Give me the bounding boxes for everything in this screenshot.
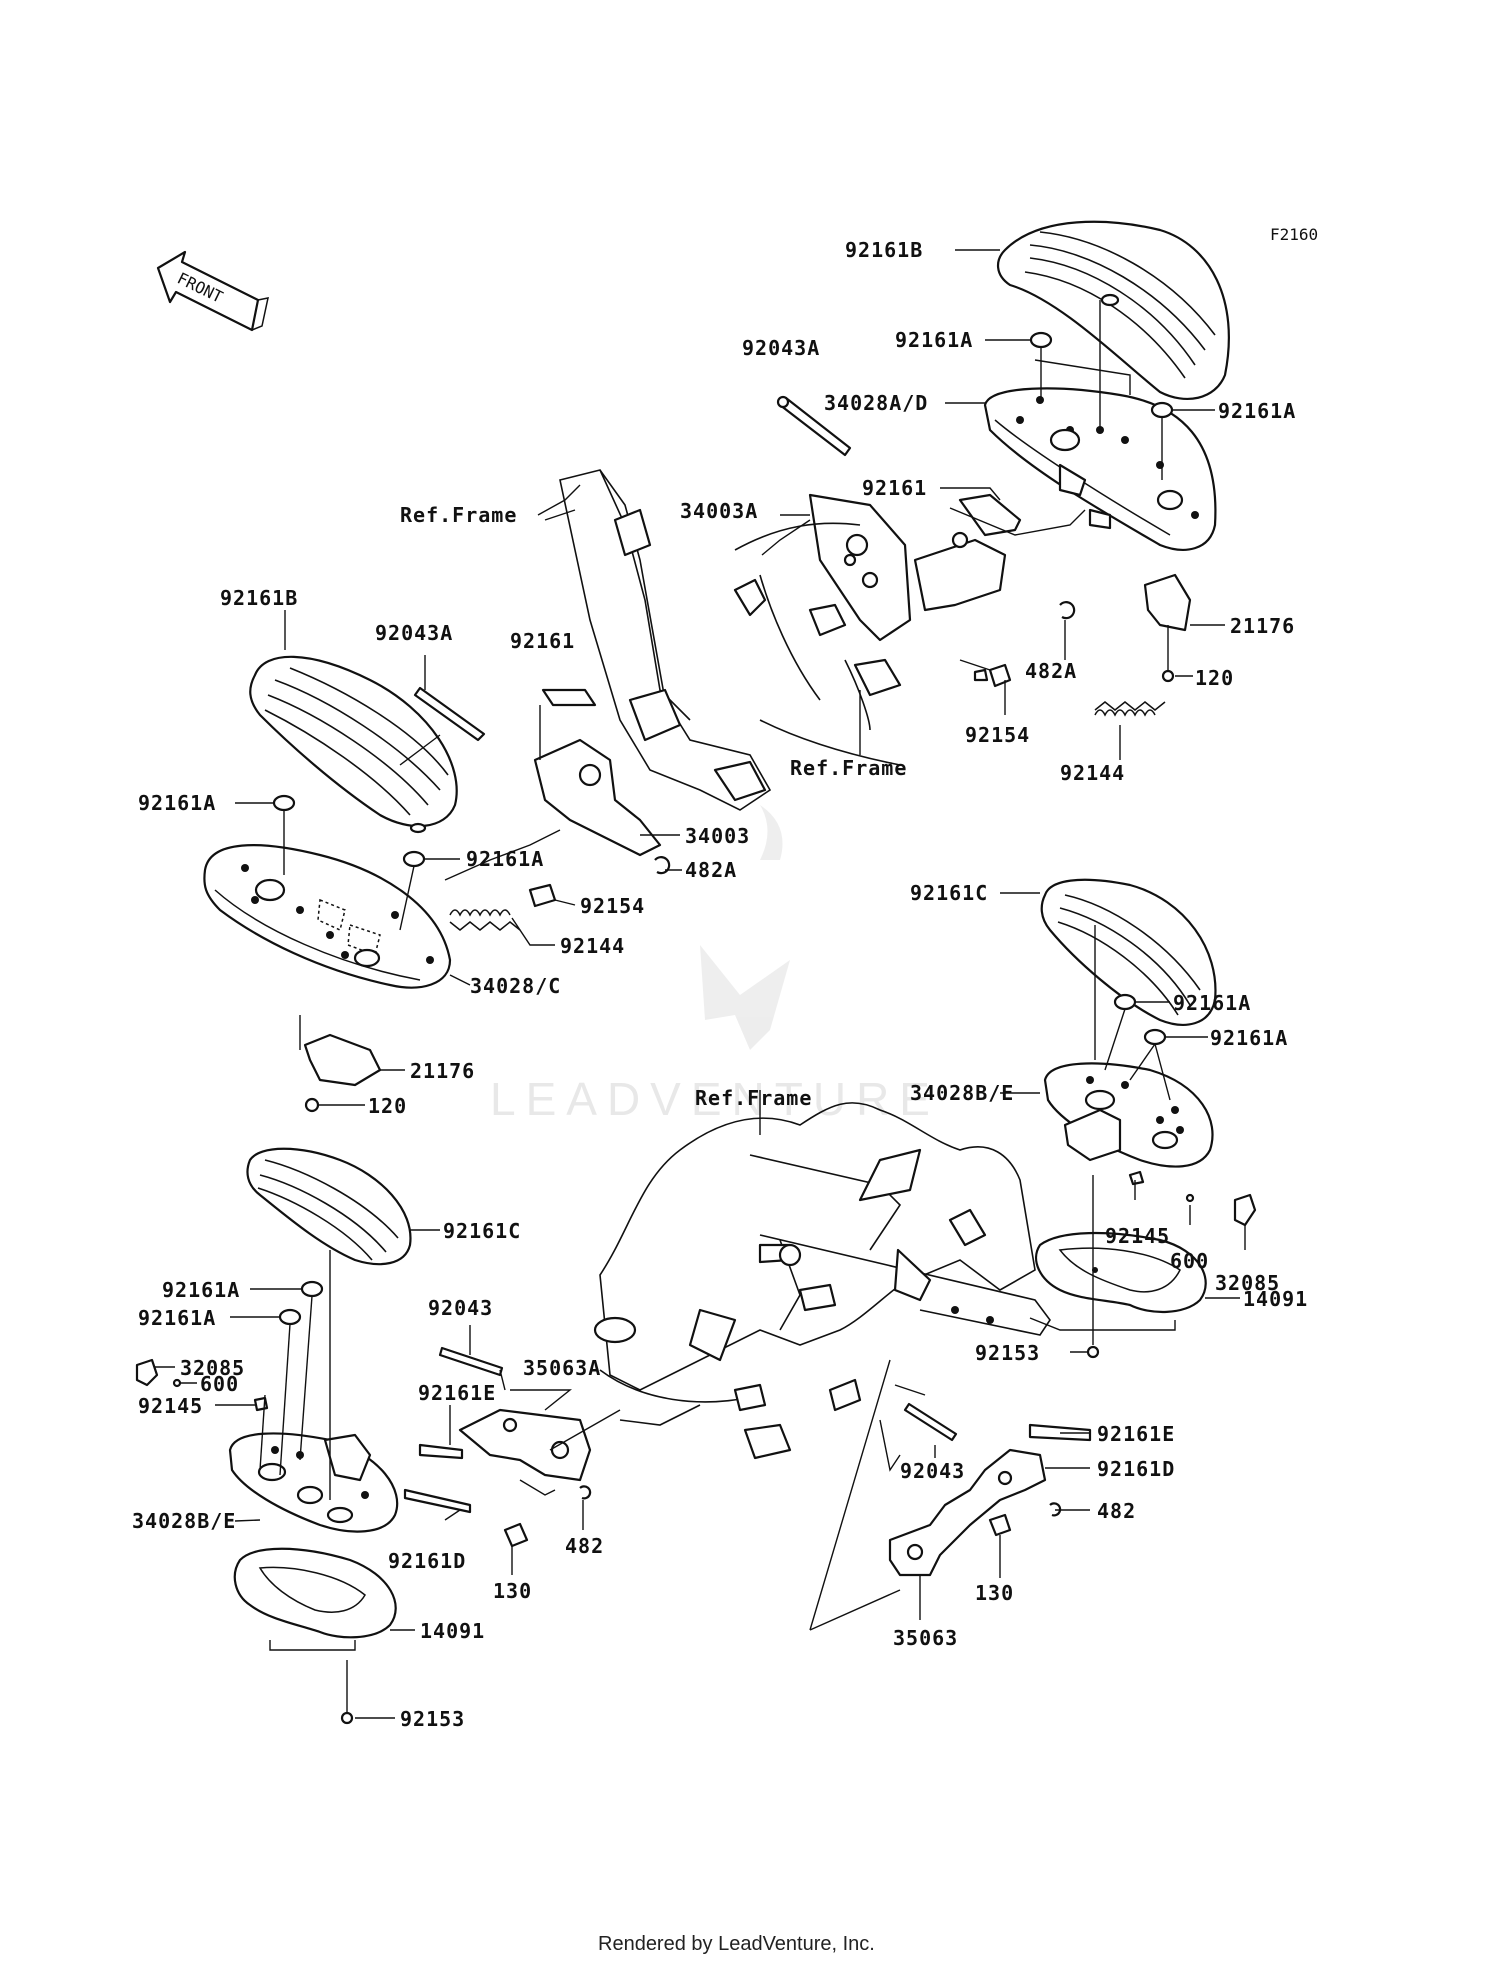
watermark-text: LEADVENTURE [490,1073,940,1125]
label-92161B-top: 92161B [845,238,923,262]
label-92161A-left-1: 92161A [162,1278,240,1302]
label-92161A-top: 92161A [895,328,973,352]
label-92161A-left-2: 92161A [138,1306,216,1330]
label-92161C-left: 92161C [443,1219,521,1243]
label-34028C: 34028/C [470,974,561,998]
label-92043A-mid: 92043A [375,621,453,645]
label-34003: 34003 [685,824,750,848]
label-92161A-top-right: 92161A [1218,399,1296,423]
label-120-top: 120 [1195,666,1234,690]
watermark: LEADVENTURE [490,805,940,1125]
label-92145-left: 92145 [138,1394,203,1418]
label-482-left: 482 [565,1534,604,1558]
label-35063: 35063 [893,1626,958,1650]
label-92145-right: 92145 [1105,1224,1170,1248]
label-92144-mid: 92144 [560,934,625,958]
label-600-left: 600 [200,1372,239,1396]
label-35063A: 35063A [523,1356,601,1380]
bottom-left-footboard-assembly [135,1147,412,1725]
label-32085-right: 32085 [1215,1271,1280,1295]
label-92161A-mid-left: 92161A [138,791,216,815]
label-130-left: 130 [493,1579,532,1603]
label-21176-top: 21176 [1230,614,1295,638]
label-ref-frame-2: Ref.Frame [790,756,907,780]
label-482-right: 482 [1097,1499,1136,1523]
label-34028BE-right: 34028B/E [910,1081,1014,1105]
label-92161-mid: 92161 [510,629,575,653]
part-labels: 92161B 92043A 92161A 34028A/D 92161A 921… [132,238,1308,1731]
right-mid-footboard-assembly [1034,878,1257,1359]
footer-credit: Rendered by LeadVenture, Inc. [598,1933,875,1955]
label-92153-right: 92153 [975,1341,1040,1365]
label-482A-top: 482A [1025,659,1077,683]
label-92154-top: 92154 [965,723,1030,747]
top-right-footboard-assembly [733,220,1230,766]
label-32085-left: 32085 [180,1356,245,1380]
centre-frame [593,1102,1051,1460]
label-92161-top: 92161 [862,476,927,500]
label-92154-mid: 92154 [580,894,645,918]
label-92161E-left: 92161E [418,1381,496,1405]
label-92161D-right: 92161D [1097,1457,1175,1481]
label-92153-left: 92153 [400,1707,465,1731]
label-ref-frame-1: Ref.Frame [400,503,517,527]
label-120-mid: 120 [368,1094,407,1118]
label-92161A-right-2: 92161A [1210,1026,1288,1050]
label-130-right: 130 [975,1581,1014,1605]
label-92161D-left: 92161D [388,1549,466,1573]
mid-left-footboard-assembly [203,469,772,1113]
label-92043-right: 92043 [900,1459,965,1483]
label-482A-mid: 482A [685,858,737,882]
label-34003A: 34003A [680,499,758,523]
label-92161C-right: 92161C [910,881,988,905]
label-600-right: 600 [1170,1249,1209,1273]
label-ref-frame-3: Ref.Frame [695,1086,812,1110]
label-34028BE-left: 34028B/E [132,1509,236,1533]
label-92161E-right: 92161E [1097,1422,1175,1446]
label-92043A-top: 92043A [742,336,820,360]
leader-lines [155,249,1246,1719]
label-34028AD: 34028A/D [824,391,928,415]
label-92161B-mid: 92161B [220,586,298,610]
front-arrow-icon: FRONT [156,250,269,332]
label-92161A-right-1: 92161A [1173,991,1251,1015]
bottom-brackets [403,1346,1092,1577]
label-92043-left: 92043 [428,1296,493,1320]
diagram-code: F2160 [1270,225,1318,244]
label-21176-mid: 21176 [410,1059,475,1083]
label-92161A-mid: 92161A [466,847,544,871]
label-92144-top: 92144 [1060,761,1125,785]
label-14091-right: 14091 [1243,1287,1308,1311]
label-14091-left: 14091 [420,1619,485,1643]
